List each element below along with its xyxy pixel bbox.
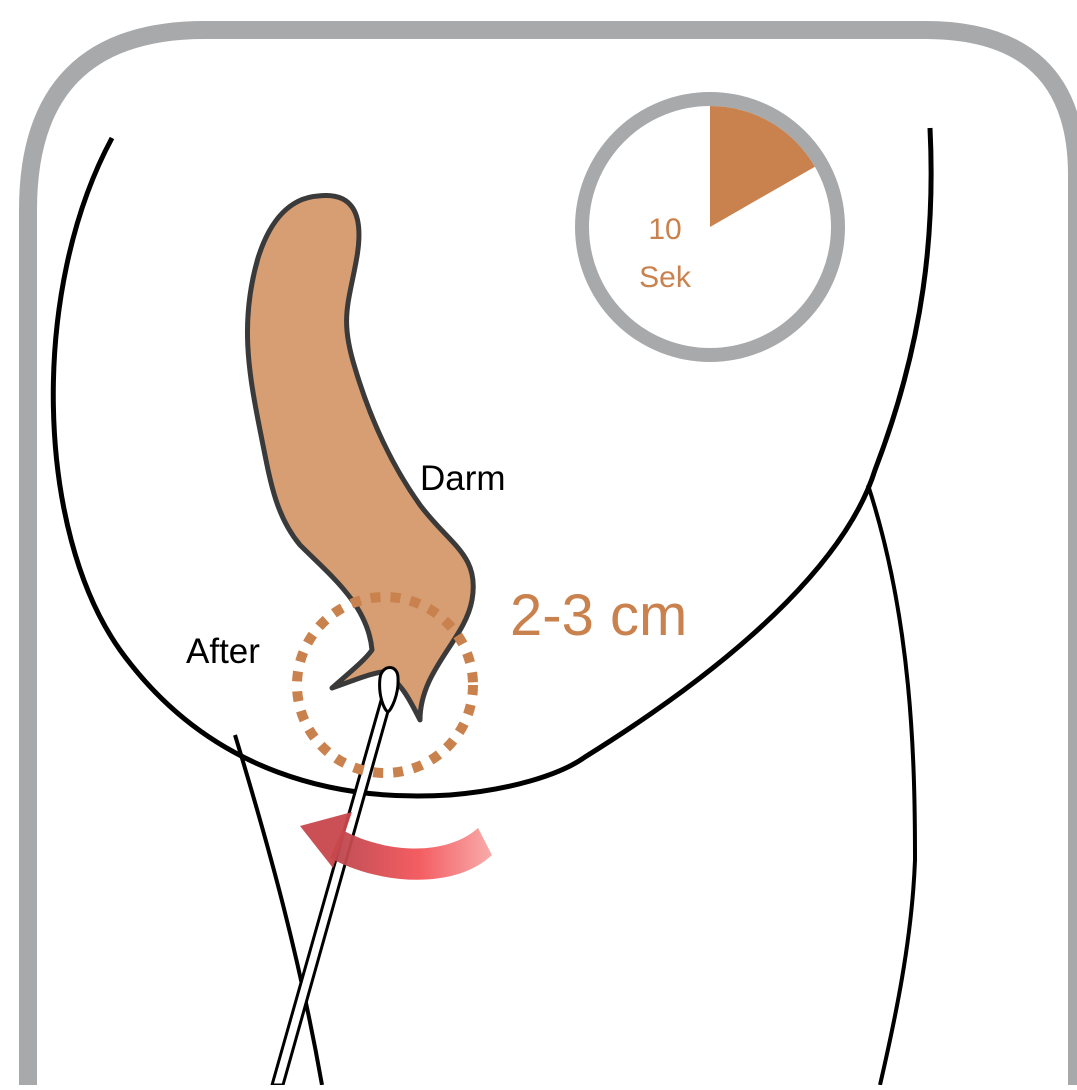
label-bowel: Darm (420, 459, 506, 498)
timer-unit: Sek (639, 261, 692, 294)
timer-pie-icon (582, 99, 838, 355)
label-depth: 2-3 cm (510, 583, 687, 648)
timer-number: 10 (648, 213, 681, 246)
label-anus: After (186, 632, 260, 671)
frame-border (28, 30, 1077, 1085)
